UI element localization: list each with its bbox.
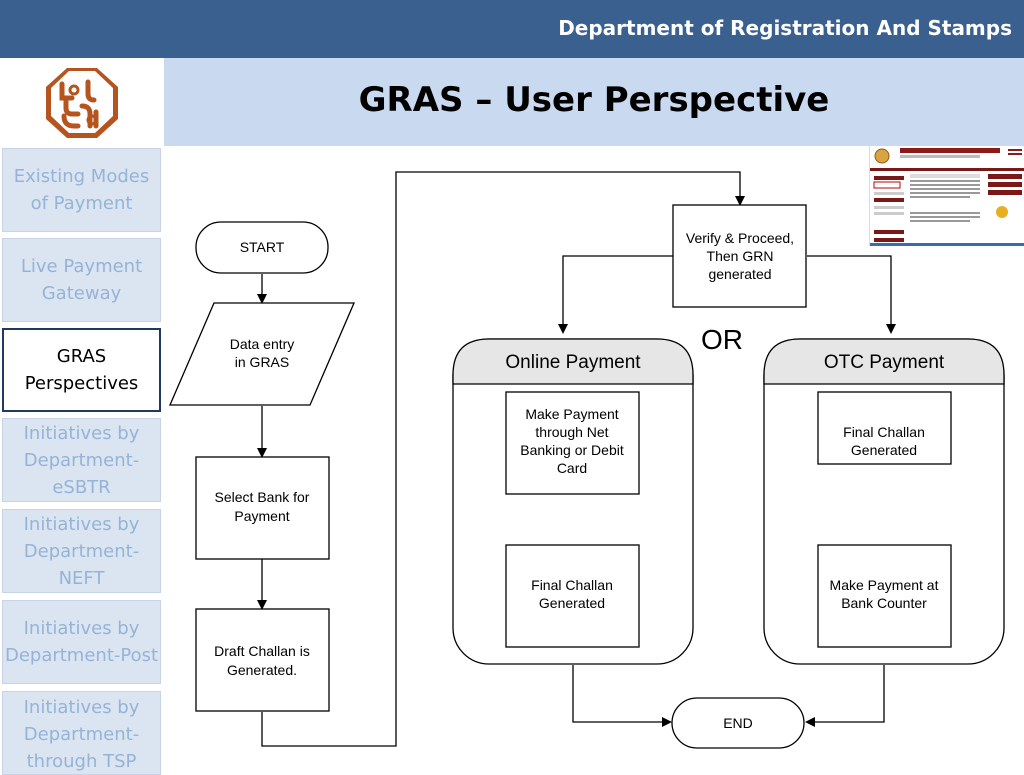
sidebar-item-post[interactable]: Initiatives by Department-Post [2, 600, 161, 684]
sidebar-item-label: Initiatives by Department-NEFT [23, 513, 140, 589]
sidebar-item-existing-modes[interactable]: Existing Modes of Payment [2, 148, 161, 232]
start-label: START [240, 239, 285, 255]
sidebar-item-label: GRAS Perspectives [24, 346, 139, 394]
otc-step2-line-1: Make Payment at [830, 577, 939, 593]
start-terminal: START [195, 221, 329, 274]
otc-step2-line-2: Bank Counter [841, 595, 927, 611]
online-step1-line-4: Card [557, 460, 587, 476]
sidebar-item-live-payment[interactable]: Live Payment Gateway [2, 238, 161, 322]
draft-challan-line-2: Generated. [227, 662, 297, 678]
online-step1-line-3: Banking or Debit [520, 442, 624, 458]
sidebar-item-label: Initiatives by Department-eSBTR [23, 422, 140, 498]
department-logo-icon [46, 68, 118, 138]
verify-line-1: Verify & Proceed, [686, 230, 794, 246]
otc-step1-line-2: Generated [851, 442, 917, 458]
sidebar-item-label: Existing Modes of Payment [13, 166, 150, 214]
or-label: OR [701, 324, 743, 355]
otc-payment-title: OTC Payment [824, 352, 945, 373]
draft-challan-line-1: Draft Challan is [214, 643, 310, 659]
sidebar-item-esbtr[interactable]: Initiatives by Department-eSBTR [2, 418, 161, 502]
sidebar-item-tsp[interactable]: Initiatives by Department-through TSP [2, 691, 161, 775]
end-label: END [723, 715, 753, 731]
gras-website-thumbnail [869, 146, 1024, 246]
logo-area [0, 58, 164, 146]
sidebar-item-neft[interactable]: Initiatives by Department-NEFT [2, 509, 161, 593]
page-title: GRAS – User Perspective [358, 80, 830, 120]
online-step1-line-1: Make Payment [525, 406, 618, 422]
end-terminal: END [671, 697, 805, 749]
online-step-make-payment: Make Payment through Net Banking or Debi… [505, 391, 640, 495]
online-payment-title: Online Payment [505, 352, 641, 373]
draft-challan-node: Draft Challan is Generated. [195, 608, 330, 712]
verify-line-2: Then GRN [707, 248, 774, 264]
sidebar-item-gras-perspectives[interactable]: GRAS Perspectives [2, 328, 161, 412]
sidebar-item-label: Initiatives by Department-Post [4, 618, 159, 666]
online-step-final-challan: Final Challan Generated [505, 544, 640, 648]
otc-step1-line-1: Final Challan [843, 424, 925, 440]
title-bar: GRAS – User Perspective [164, 58, 1024, 146]
verify-node: Verify & Proceed, Then GRN generated [672, 204, 807, 308]
data-entry-line-2: in GRAS [235, 354, 289, 370]
sidebar: Existing Modes of Payment Live Payment G… [0, 146, 164, 775]
department-name: Department of Registration And Stamps [558, 16, 1012, 40]
sidebar-item-label: Live Payment Gateway [20, 256, 143, 304]
verify-line-3: generated [708, 266, 771, 282]
online-step1-line-2: through Net [535, 424, 608, 440]
data-entry-line-1: Data entry [230, 336, 295, 352]
sidebar-item-label: Initiatives by Department-through TSP [23, 697, 140, 772]
online-step2-line-2: Generated [539, 595, 605, 611]
otc-step-final-challan: Final Challan Generated [817, 391, 952, 465]
website-screenshot-image [870, 146, 1024, 246]
data-entry-node: Data entry in GRAS [169, 302, 355, 406]
online-step2-line-1: Final Challan [531, 577, 613, 593]
flowchart: START Data entry in GRAS Select Bank for… [169, 171, 1005, 749]
header-bar: Department of Registration And Stamps [0, 0, 1024, 58]
select-bank-line-1: Select Bank for [215, 489, 310, 505]
select-bank-node: Select Bank for Payment [195, 456, 330, 560]
select-bank-line-2: Payment [234, 508, 289, 524]
otc-step-bank-counter: Make Payment at Bank Counter [817, 544, 952, 648]
